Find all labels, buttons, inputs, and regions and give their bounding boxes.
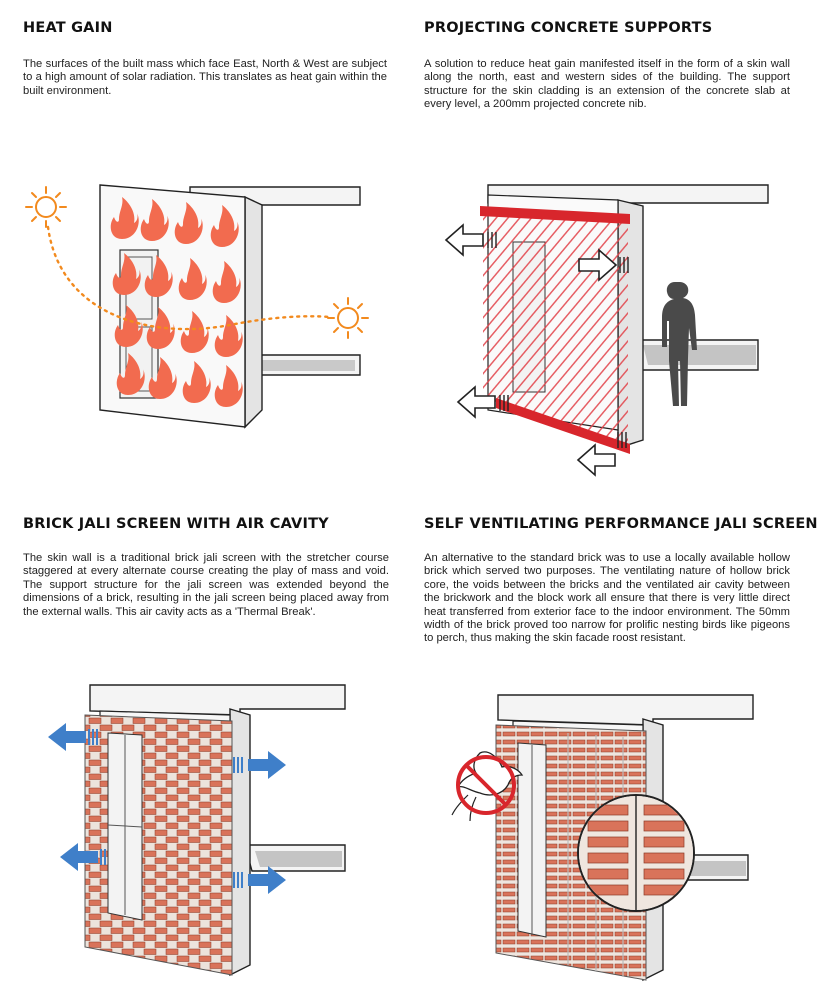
airflow-arrows — [444, 223, 618, 477]
concrete-supports-text: A solution to reduce heat gain manifeste… — [424, 58, 790, 111]
roof-slab — [89, 684, 346, 716]
flame-icon — [212, 261, 241, 303]
airflow-arrow-icon — [456, 385, 496, 419]
self-ventilating-title: SELF VENTILATING PERFORMANCE JALI SCREEN — [424, 516, 818, 532]
flame-icon — [178, 258, 207, 300]
flame-icon — [210, 205, 239, 247]
flame-icon — [174, 202, 203, 244]
side-wall — [244, 195, 263, 429]
airflow-arrow-icon — [578, 248, 618, 282]
roof-slab — [497, 694, 754, 726]
floor-shadow — [250, 360, 355, 371]
airflow-arrow-icon — [248, 751, 286, 779]
flame-icon — [214, 315, 243, 357]
hatched-cladding — [483, 212, 628, 450]
flame-icon — [214, 365, 243, 407]
person-silhouette-icon — [662, 282, 697, 406]
flame-icon — [182, 361, 211, 403]
sun-icon — [25, 186, 67, 228]
sun-icon — [327, 297, 369, 339]
magnifier-circle-icon — [577, 794, 695, 912]
side-wall — [229, 708, 251, 977]
airflow-arrow-icon — [576, 443, 616, 477]
floor-shadow — [255, 851, 342, 867]
brick-jali-title: BRICK JALI SCREEN WITH AIR CAVITY — [23, 516, 329, 532]
brick-jali-diagram — [48, 684, 346, 977]
brick-jali-text: The skin wall is a traditional brick jal… — [23, 552, 389, 618]
window-pane — [125, 326, 153, 392]
self-ventilating-diagram — [451, 694, 754, 982]
no-bird-icon — [451, 751, 524, 822]
heat-gain-title: HEAT GAIN — [23, 20, 113, 36]
flame-group — [110, 197, 243, 407]
concrete-supports-diagram — [444, 184, 769, 477]
flame-icon — [116, 353, 145, 395]
airflow-arrow-icon — [48, 723, 86, 751]
flame-icon — [112, 253, 141, 295]
brick-jali-screen — [84, 714, 233, 976]
sun-path — [46, 225, 332, 331]
airflow-arrow-icon — [60, 843, 98, 871]
self-ventilating-text: An alternative to the standard brick was… — [424, 552, 790, 645]
flame-icon — [114, 305, 143, 347]
flame-icon — [148, 357, 177, 399]
heat-gain-diagram — [25, 184, 369, 429]
bottom-concrete-nib — [496, 398, 630, 454]
airflow-arrow-icon — [248, 866, 286, 894]
top-concrete-nib — [480, 206, 630, 224]
flame-icon — [180, 311, 209, 353]
flame-icon — [140, 199, 169, 241]
flame-icon — [110, 197, 139, 239]
concrete-supports-title: PROJECTING CONCRETE SUPPORTS — [424, 20, 713, 36]
flame-icon — [144, 255, 173, 297]
floor-shadow — [643, 345, 756, 365]
airflow-arrow-icon — [444, 223, 484, 257]
heat-gain-text: The surfaces of the built mass which fac… — [23, 58, 387, 97]
air-arrows — [48, 723, 286, 894]
